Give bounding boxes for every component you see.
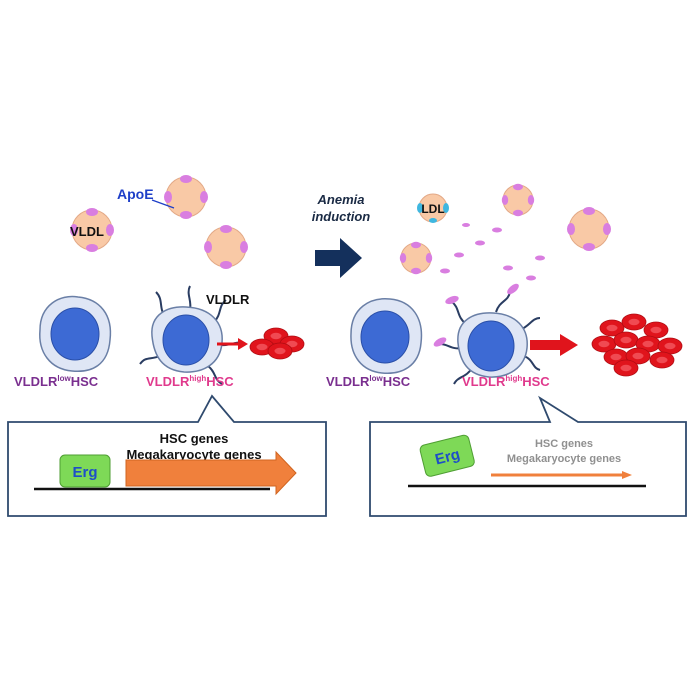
- red-blood-cells-right: [591, 313, 683, 377]
- lipoprotein-group-left: VLDL ApoE: [69, 174, 249, 270]
- vldl-label: VLDL: [70, 224, 104, 239]
- vldlr-low-hsc-label: VLDLRlowHSC: [326, 374, 411, 389]
- apoe-pointer-line: [151, 199, 175, 209]
- left-cell-row: VLDLRlowHSC VLDLR VLDLRhighHSC: [14, 285, 305, 389]
- vldl-particle: [501, 183, 535, 217]
- hsc-cell-vldlr-high: [433, 283, 541, 385]
- differentiation-arrow: [217, 338, 248, 350]
- bound-apoe: [445, 295, 459, 305]
- megakaryocyte-genes-label: Megakaryocyte genes: [507, 453, 621, 465]
- ldl-particle: [417, 193, 449, 223]
- vldlr-high-hsc-label: VLDLRhighHSC: [146, 374, 234, 389]
- ldl-label: LDL: [421, 202, 444, 216]
- free-apoe-fragments: [440, 223, 545, 281]
- gene-expression-arrow-strong: [125, 450, 297, 496]
- hsc-cell-vldlr-low: [350, 298, 423, 374]
- vldl-particle: [566, 206, 612, 252]
- gene-expression-panel-left: HSC genes Megakaryocyte genes Erg: [7, 394, 327, 517]
- hsc-cell-vldlr-low: [39, 295, 112, 373]
- anemia-induction-label-line2: induction: [312, 209, 371, 224]
- anemia-arrow: [315, 238, 362, 278]
- vldl-particle: [203, 224, 249, 270]
- differentiation-arrow: [530, 334, 578, 356]
- megakaryocyte-genes-label: Megakaryocyte genes: [126, 447, 261, 462]
- red-blood-cells-left: [249, 327, 305, 360]
- erg-box-dissociated: Erg: [419, 434, 475, 477]
- bound-apoe: [433, 337, 447, 347]
- anemia-induction: Anemia induction: [312, 192, 371, 278]
- erg-label: Erg: [72, 464, 97, 481]
- right-cell-row: VLDLRlowHSC VLDLRhighHSC: [326, 283, 683, 389]
- vldlr-label: VLDLR: [206, 292, 250, 307]
- lipoprotein-group-right: LDL: [399, 183, 612, 281]
- gene-expression-panel-right: HSC genes Megakaryocyte genes Erg: [369, 395, 687, 517]
- bound-apoe: [507, 283, 519, 295]
- apoe-label: ApoE: [117, 186, 154, 202]
- hsc-genes-label: HSC genes: [160, 431, 229, 446]
- vldl-particle: [399, 241, 433, 275]
- vldl-particle: [163, 174, 209, 220]
- vldlr-low-hsc-label: VLDLRlowHSC: [14, 374, 99, 389]
- anemia-induction-label-line1: Anemia: [317, 192, 365, 207]
- vldlr-high-hsc-label: VLDLRhighHSC: [462, 374, 550, 389]
- gene-expression-arrow-weak: [491, 471, 632, 479]
- erg-label: Erg: [433, 446, 461, 469]
- erg-box: [59, 454, 111, 488]
- hsc-genes-label: HSC genes: [535, 438, 593, 450]
